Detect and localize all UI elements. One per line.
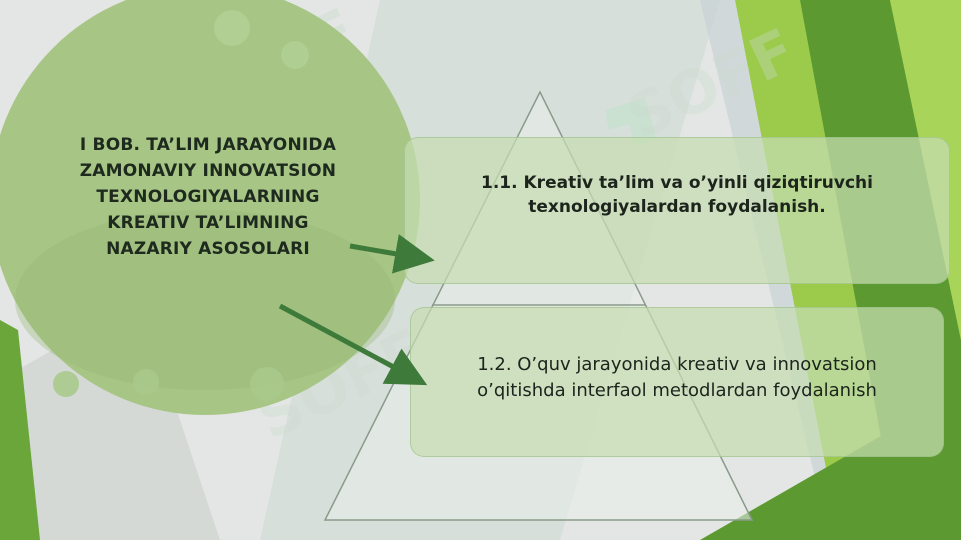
subsection-text-line: 1.1. Kreativ ta’lim va o’yinli qiziqtiru… (481, 172, 873, 193)
decorative-bubbles (53, 10, 309, 401)
subsection-text-line: 1.2. O’quv jarayonida kreativ va innovat… (477, 354, 877, 375)
heading-line: TEXNOLOGIYALARNING (96, 187, 320, 207)
heading-line: KREATIV TA’LIMNING (107, 213, 309, 233)
green-band-left (0, 320, 40, 540)
subsection-text-line: o’qitishda interfaol metodlardan foydala… (477, 380, 877, 401)
background-stripe-gray (0, 300, 220, 540)
subsection-box-2: 1.2. O’quv jarayonida kreativ va innovat… (410, 307, 944, 457)
heading-line: I BOB. TA’LIM JARAYONIDA (79, 135, 337, 155)
heading-line: ZAMONAVIY INNOVATSION (79, 161, 337, 181)
subsection-text-line: texnologiyalardan foydalanish. (528, 196, 826, 217)
section-heading: I BOB. TA’LIM JARAYONIDA ZAMONAVIY INNOV… (40, 132, 376, 262)
heading-line: NAZARIY ASOSOLARI (106, 239, 310, 259)
subsection-box-1: 1.1. Kreativ ta’lim va o’yinli qiziqtiru… (404, 137, 950, 284)
